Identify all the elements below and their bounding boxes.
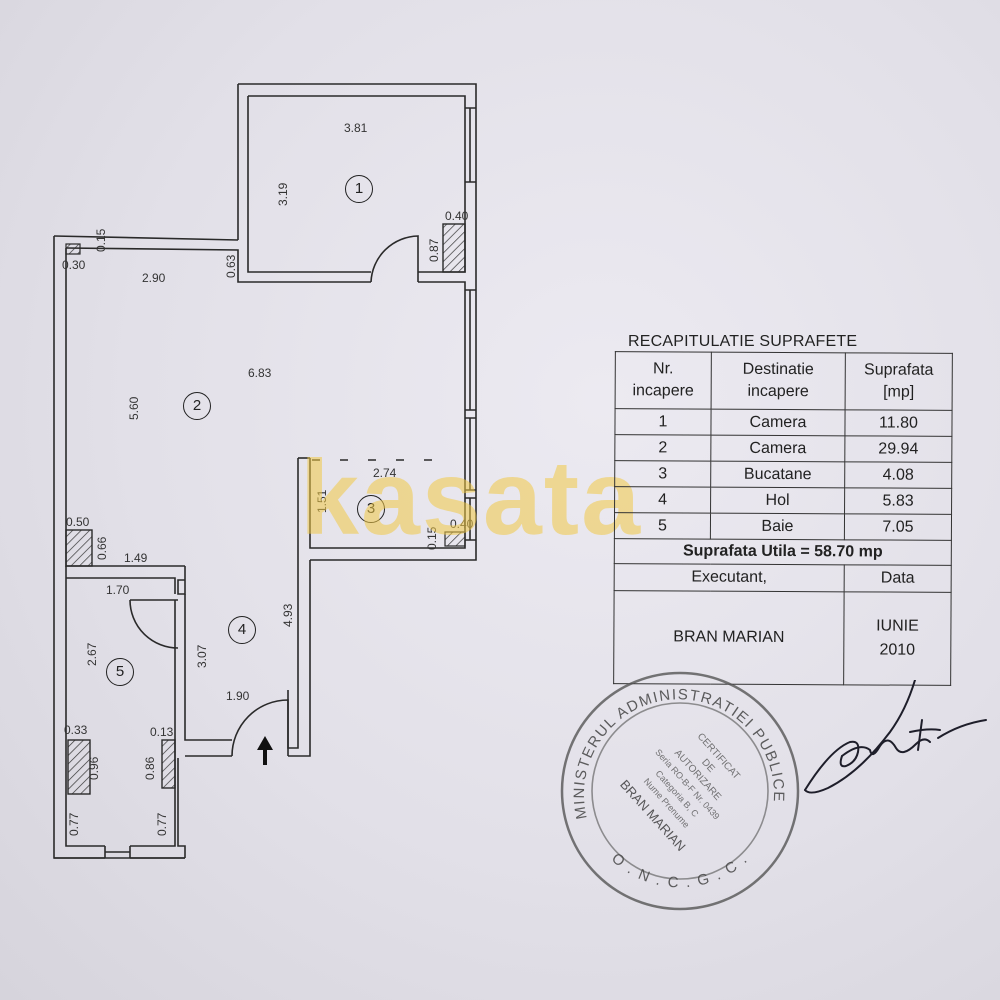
dim-room-3-width: 2.74	[373, 466, 397, 480]
dim-0-15a: 0.15	[94, 228, 108, 252]
room-2-number: 2	[183, 392, 211, 420]
dim-0-87: 0.87	[427, 238, 441, 262]
shaft-room-2	[65, 529, 93, 567]
header-nr: Nr. incapere	[615, 351, 712, 410]
room-5-wall	[66, 577, 176, 594]
cell-nr: 4	[614, 486, 711, 514]
dim-0-33: 0.33	[64, 723, 88, 737]
cell-dest: Camera	[710, 409, 846, 436]
table-row: 3 Bucatane 4.08	[614, 460, 952, 489]
entry-door	[231, 699, 289, 757]
cell-nr: 2	[614, 434, 711, 462]
dim-room-5-height: 2.67	[85, 642, 99, 666]
room-1-number: 1	[345, 175, 373, 203]
dim-0-13: 0.13	[150, 725, 174, 739]
shaft-room-1	[442, 223, 466, 273]
recap-table: Nr. incapere Destinatie incapere Suprafa…	[613, 351, 953, 686]
dim-0-63: 0.63	[224, 254, 238, 278]
dim-0-77a: 0.77	[67, 812, 81, 836]
cell-dest: Hol	[710, 487, 845, 514]
dim-room-3-height: 1.51	[315, 489, 329, 513]
shaft-bath-left	[67, 739, 91, 795]
dim-0-86: 0.86	[143, 756, 157, 780]
dim-0-40a: 0.40	[445, 209, 469, 223]
cell-area: 29.94	[844, 435, 952, 463]
table-row: 5 Baie 7.05	[614, 512, 952, 541]
dim-0-96: 0.96	[87, 756, 101, 780]
table-row: 1 Camera 11.80	[614, 408, 953, 437]
dim-room-2-height: 5.60	[127, 396, 141, 420]
table-row: 4 Hol 5.83	[614, 486, 952, 515]
cell-dest: Baie	[710, 513, 845, 540]
stamp-bottom-text: O . N . C . G . C .	[608, 850, 750, 892]
data-label: Data	[844, 564, 952, 593]
cell-nr: 1	[614, 408, 712, 436]
shaft-bath-right	[161, 739, 176, 789]
room-4-number: 4	[228, 616, 256, 644]
room-1-inner-wall	[248, 95, 466, 273]
dim-0-50: 0.50	[66, 515, 90, 529]
dim-room-1-width: 3.81	[344, 121, 368, 135]
cell-nr: 3	[614, 460, 711, 488]
dim-1-49: 1.49	[124, 551, 148, 565]
dim-room-4-width: 1.90	[226, 689, 250, 703]
official-stamp: MINISTERUL ADMINISTRATIEI PUBLICE O . N …	[560, 671, 800, 911]
date-year: 2010	[879, 641, 916, 659]
dim-0-30: 0.30	[62, 258, 86, 272]
dim-0-40b: 0.40	[450, 517, 474, 531]
room-1-outer-wall	[238, 83, 477, 282]
date-month: IUNIE	[876, 617, 919, 635]
dim-room-1-height: 3.19	[276, 182, 290, 206]
shaft-room-2-top	[65, 243, 81, 255]
entry-arrow-icon	[257, 736, 273, 765]
recap-table-title: RECAPITULATIE SUPRAFETE	[628, 333, 858, 350]
dim-room-5-width: 1.70	[106, 583, 130, 597]
total-area: Suprafata Utila = 58.70 mp	[614, 538, 952, 566]
door-room-1	[370, 235, 419, 283]
cell-nr: 5	[614, 512, 711, 540]
header-suprafata: Suprafata [mp]	[845, 352, 953, 411]
dim-room-2-top: 2.90	[142, 271, 166, 285]
room-3-number: 3	[357, 495, 385, 523]
executant-label: Executant,	[614, 563, 845, 592]
dim-room-2-width: 6.83	[248, 366, 272, 380]
dim-0-15b: 0.15	[425, 526, 439, 550]
dim-room-4-length: 4.93	[281, 603, 295, 627]
cell-area: 4.08	[844, 461, 952, 489]
date-value: IUNIE 2010	[843, 591, 952, 686]
cell-area: 5.83	[844, 487, 952, 515]
dim-room-4-height: 3.07	[195, 644, 209, 668]
header-destinatie: Destinatie incapere	[711, 352, 846, 410]
door-room-5	[129, 599, 179, 649]
dim-0-77b: 0.77	[155, 812, 169, 836]
shaft-kitchen	[444, 531, 466, 547]
hall-wall	[288, 560, 311, 757]
cell-dest: Bucatane	[710, 461, 845, 488]
dim-0-66: 0.66	[95, 536, 109, 560]
room-5-number: 5	[106, 658, 134, 686]
room-2-outer-wall	[53, 235, 239, 241]
cell-area: 11.80	[844, 409, 953, 437]
cell-dest: Camera	[710, 435, 845, 462]
table-row: 2 Camera 29.94	[614, 434, 952, 463]
cell-area: 7.05	[844, 513, 952, 541]
svg-text:O . N . C . G . C .: O . N . C . G . C .	[608, 850, 752, 892]
handwritten-signature	[804, 680, 987, 794]
